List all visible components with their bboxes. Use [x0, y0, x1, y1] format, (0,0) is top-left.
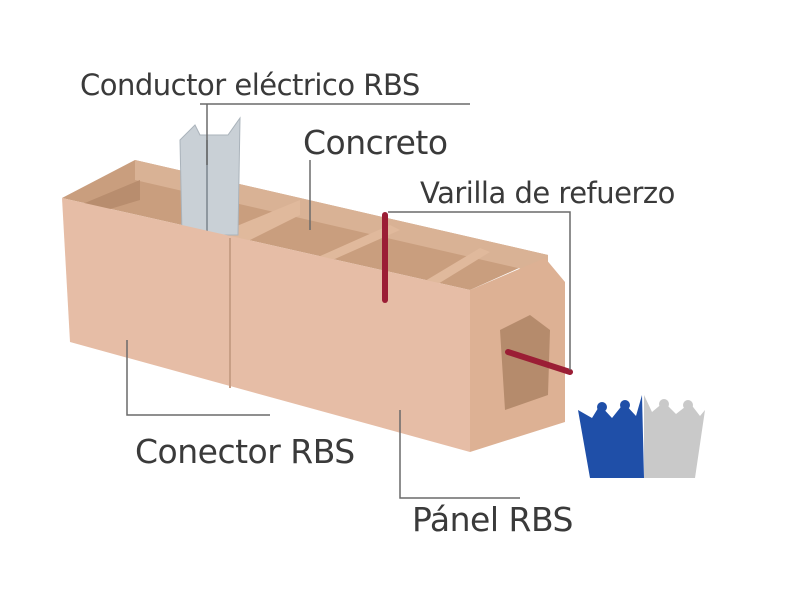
- rebar-horizontal: [505, 349, 573, 375]
- panel-front-face: [62, 198, 470, 452]
- leader-panel: [399, 410, 520, 499]
- label-conductor: Conductor eléctrico RBS: [80, 68, 420, 102]
- label-varilla: Varilla de refuerzo: [420, 176, 675, 210]
- leader-conector: [126, 340, 270, 416]
- label-panel: Pánel RBS: [412, 500, 573, 539]
- label-concreto: Concreto: [303, 123, 448, 162]
- label-conector: Conector RBS: [135, 432, 355, 471]
- leader-varilla: [388, 211, 571, 370]
- crown-logo-icon: [578, 395, 705, 478]
- electrical-conductor: [179, 116, 241, 236]
- end-face-opening: [500, 315, 550, 410]
